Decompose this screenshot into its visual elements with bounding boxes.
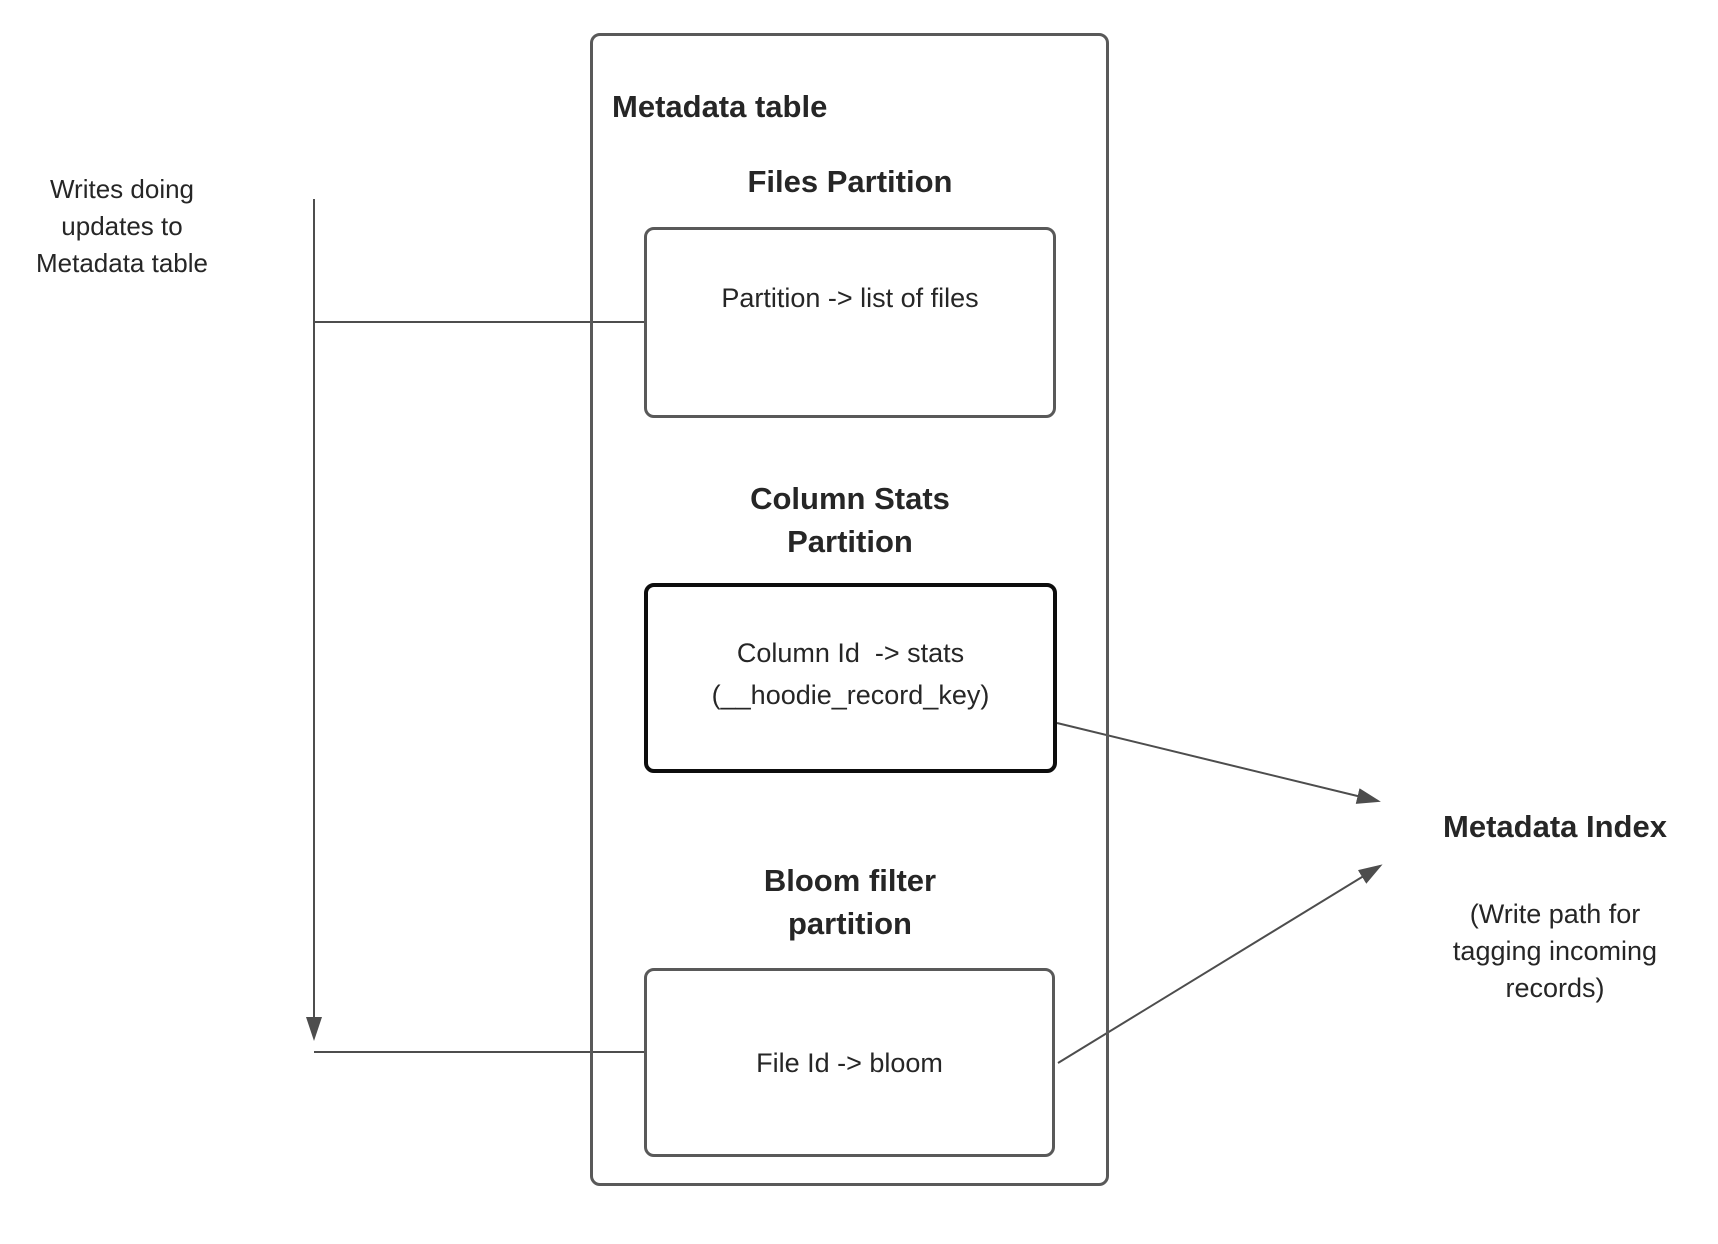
column-stats-mapping-line: Column Id -> stats [736,638,965,668]
files-partition-mapping: Partition -> list of files [721,282,979,313]
column-stats-heading-line: Partition [787,524,913,559]
column-stats-mapping-line: (__hoodie_record_key) [711,680,990,710]
metadata-index-subtitle-line: tagging incoming [1452,936,1658,966]
writes-annotation-line: Writes doing [49,174,195,204]
files-partition-box: Partition -> list of files [644,227,1056,418]
bloom-filter-partition-box: File Id -> bloom [644,968,1055,1157]
metadata-table-container [590,33,1109,1186]
column-stats-partition-box: Column Id -> stats (__hoodie_record_key) [644,583,1057,773]
metadata-table-title: Metadata table [612,89,828,124]
column-stats-partition-heading: Column Stats Partition [644,477,1056,563]
bloom-filter-heading-line: partition [788,906,912,941]
metadata-index-subtitle: (Write path for tagging incoming records… [1390,896,1718,1007]
metadata-index-title: Metadata Index [1443,809,1667,844]
bloom-to-index-arrow [1057,864,1383,1064]
writes-annotation-line: updates to [61,211,183,241]
writes-annotation: Writes doing updates to Metadata table [14,171,230,282]
bloom-filter-mapping: File Id -> bloom [756,1047,943,1078]
column-stats-heading-line: Column Stats [750,481,950,516]
writes-annotation-line: Metadata table [35,248,208,278]
bloom-filter-heading-line: Bloom filter [763,863,937,898]
column-stats-to-index-arrow [1056,722,1381,804]
files-partition-heading: Files Partition [747,164,953,199]
metadata-index-subtitle-line: (Write path for [1469,899,1641,929]
metadata-index-subtitle-line: records) [1505,973,1605,1003]
bloom-filter-partition-heading: Bloom filter partition [644,859,1056,945]
